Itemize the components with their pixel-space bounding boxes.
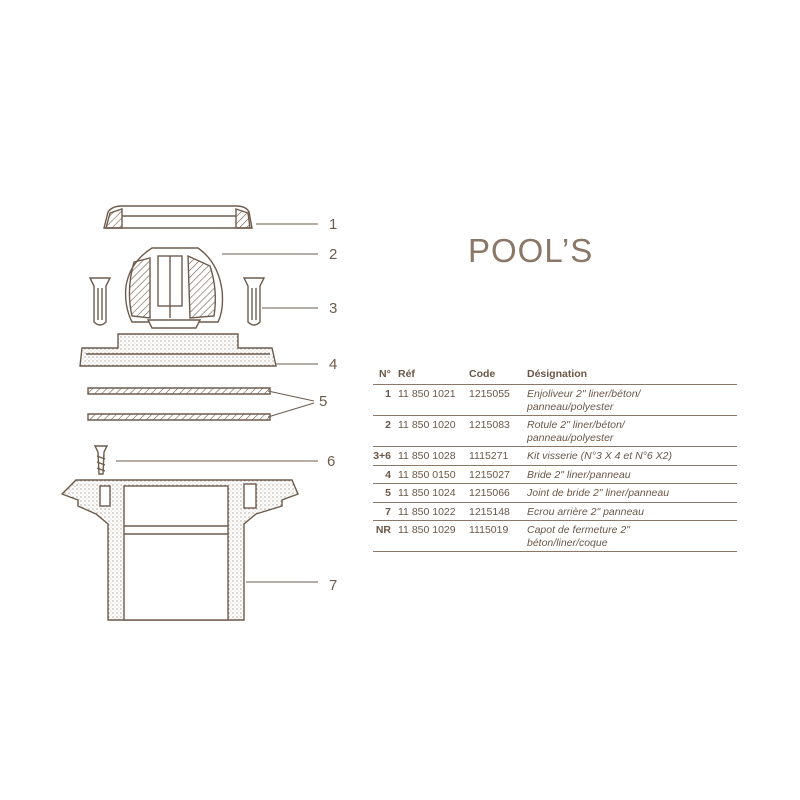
callout-7: 7 [329, 577, 337, 594]
part-2-ball-joint [124, 247, 224, 329]
row-designation: Ecrou arrière 2" panneau [527, 506, 737, 519]
row-num: 7 [385, 505, 391, 518]
row-num: 1 [385, 388, 391, 400]
row-designation: Bride 2" liner/panneau [527, 469, 737, 482]
row-code: 1215055 [469, 388, 510, 400]
designation-line: panneau/polyester [527, 400, 614, 413]
row-num: 5 [385, 487, 391, 499]
table-row: 4 11 850 0150 1215027 Bride 2" liner/pannea… [373, 466, 737, 484]
part-1-cover [103, 205, 253, 229]
table-row: 1 11 850 1021 1215055 Enjoliveur 2" liner/b… [373, 385, 737, 416]
row-code: 1215083 [469, 419, 510, 431]
callout-5: 5 [319, 393, 327, 410]
row-num: 4 [385, 468, 391, 481]
row-designation: Rotule 2" liner/béton/panneau/polyester [527, 419, 737, 444]
header-ref: Réf [398, 368, 415, 380]
callout-1: 1 [329, 216, 337, 233]
row-code: 1215148 [469, 505, 510, 518]
row-num: 2 [385, 419, 391, 431]
designation-line: Bride 2" liner/panneau [527, 468, 631, 481]
row-num: 3+6 [373, 450, 391, 462]
header-num: N° [379, 368, 391, 380]
row-designation: Joint de bride 2" liner/panneau [527, 487, 737, 500]
callout-numbers: 1 2 3 4 5 6 7 [319, 216, 337, 594]
callout-6: 6 [327, 453, 335, 470]
parts-table: N° Réf Code Désignation 1 11 850 1021 1215… [373, 364, 737, 552]
row-ref: 11 850 1020 [398, 419, 456, 431]
callout-2: 2 [329, 246, 337, 263]
brand-title: POOL’S [468, 232, 594, 269]
table-row: NR 11 850 1029 1115019 Capot de fermeture 2… [373, 521, 737, 552]
callout-4: 4 [329, 356, 337, 373]
table-row: 7 11 850 1022 1215148 Ecrou arrière 2" pann… [373, 503, 737, 521]
part-7-back-nut [60, 479, 299, 621]
table-row: 5 11 850 1024 1215066 Joint de bride 2" lin… [373, 484, 737, 503]
row-code: 1115019 [469, 524, 509, 536]
table-body: 1 11 850 1021 1215055 Enjoliveur 2" liner/b… [373, 385, 737, 552]
designation-line: Capot de fermeture 2" [527, 524, 630, 536]
designation-line: Joint de bride 2" liner/panneau [527, 487, 670, 499]
row-ref: 11 850 1028 [398, 450, 456, 462]
row-ref: 11 850 0150 [398, 468, 456, 481]
designation-line: Kit visserie (N°3 X 4 et N°6 X2) [527, 450, 672, 462]
designation-line: panneau/polyester [527, 431, 614, 444]
row-num: NR [375, 524, 391, 536]
row-ref: 11 850 1022 [398, 505, 456, 518]
row-code: 1215027 [469, 468, 510, 481]
row-code: 1215066 [469, 487, 510, 499]
part-5-gaskets [87, 387, 271, 421]
designation-line: béton/liner/coque [527, 536, 608, 549]
header-designation: Désignation [527, 368, 588, 380]
row-ref: 11 850 1021 [398, 388, 456, 400]
header-code: Code [469, 368, 496, 380]
designation-line: Ecrou arrière 2" panneau [527, 505, 644, 518]
row-designation: Capot de fermeture 2"béton/liner/coque [527, 524, 737, 549]
table-row: 3+6 11 850 1028 1115271 Kit visserie (N°3 X… [373, 447, 737, 466]
row-designation: Kit visserie (N°3 X 4 et N°6 X2) [527, 450, 737, 463]
part-6-screw [93, 445, 109, 475]
row-ref: 11 850 1024 [398, 487, 456, 499]
designation-line: Enjoliveur 2" liner/béton/ [527, 388, 641, 400]
row-code: 1115271 [469, 450, 509, 462]
row-ref: 11 850 1029 [398, 524, 456, 536]
designation-line: Rotule 2" liner/béton/ [527, 419, 625, 431]
table-row: 2 11 850 1020 1215083 Rotule 2" liner/béton… [373, 416, 737, 447]
table-header: N° Réf Code Désignation [373, 364, 737, 385]
callout-leaders [116, 223, 318, 583]
callout-3: 3 [329, 300, 337, 317]
part-3-screws [88, 277, 266, 326]
part-4-flange [79, 333, 277, 367]
row-designation: Enjoliveur 2" liner/béton/panneau/polyes… [527, 388, 737, 413]
